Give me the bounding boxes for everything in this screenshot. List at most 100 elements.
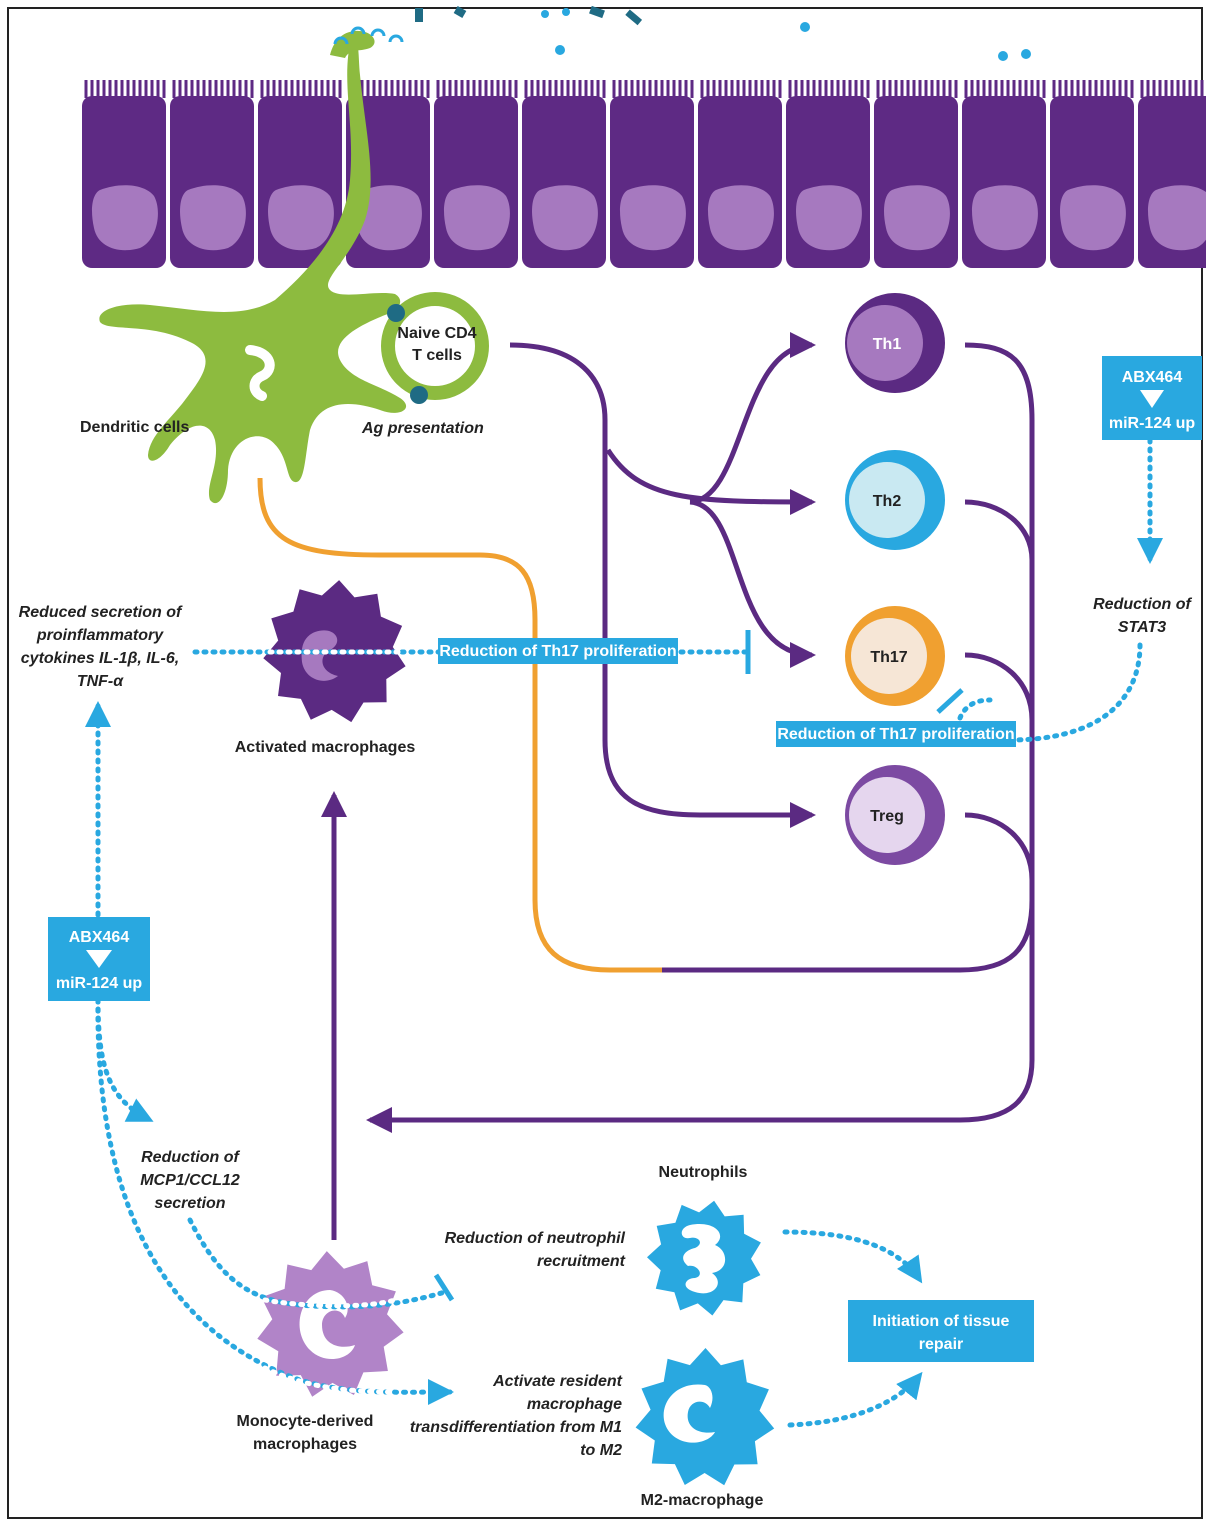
reduced-secretion-line-2: proinflammatory (36, 627, 164, 644)
mcp1-line-2: MCP1/CCL12 (140, 1172, 240, 1189)
antigen-receptors (333, 26, 404, 45)
activate-line-1: Activate resident (492, 1373, 623, 1390)
dendritic-nucleus (245, 345, 275, 401)
neutrophil-reduction-line-1: Reduction of neutrophil (445, 1230, 626, 1247)
activated-macrophage-nucleus (301, 630, 338, 681)
microvilli (524, 80, 606, 98)
abx-right-title: ABX464 (1122, 369, 1183, 386)
label-th2: Th2 (873, 493, 902, 510)
epithelial-nucleus (620, 185, 686, 251)
th17-reduction-box-mid: Reduction of Th17 proliferation (438, 638, 678, 664)
epithelial-nucleus (444, 185, 510, 251)
mcp1-line-3: secretion (154, 1195, 225, 1212)
label-reduction-neutrophil: Reduction of neutrophil recruitment (445, 1230, 626, 1270)
epithelial-nucleus (708, 185, 774, 251)
label-ag-presentation: Ag presentation (361, 420, 484, 437)
th17-reduction-mid-text: Reduction of Th17 proliferation (439, 643, 676, 660)
arrow-to-th17 (689, 499, 816, 668)
th17-cell (845, 606, 945, 706)
reduced-secretion-line-3: cytokines IL-1β, IL-6, (21, 650, 179, 667)
microvilli (1140, 80, 1204, 98)
microvilli (788, 80, 870, 98)
naive-cd4-tcell (381, 292, 489, 400)
treg-cell (845, 765, 945, 865)
monocyte-line-2: macrophages (253, 1436, 357, 1453)
label-activate-resident: Activate resident macrophage transdiffer… (410, 1373, 623, 1459)
m2-macrophage (635, 1348, 775, 1486)
neutrophil-reduction-line-2: recruitment (537, 1253, 626, 1270)
label-reduced-secretion: Reduced secretion of proinflammatory cyt… (19, 604, 183, 690)
mhc-contact-top (387, 304, 405, 322)
label-monocyte-derived: Monocyte-derived macrophages (237, 1413, 374, 1453)
label-dendritic-cells: Dendritic cells (80, 419, 189, 436)
epithelial-nucleus (884, 185, 950, 251)
dotted-m2-to-repair (787, 1371, 923, 1428)
th1-cell (845, 293, 945, 393)
label-naive-cd4-1: Naive CD4 (397, 325, 476, 342)
stat3-line-2: STAT3 (1118, 619, 1166, 636)
antigen-particles (415, 5, 1157, 156)
epithelial-nucleus (532, 185, 598, 251)
dotted-abx-to-m2-transition (95, 997, 454, 1406)
dendritic-cell-body (99, 35, 407, 504)
epithelial-nucleus (356, 185, 422, 251)
epithelium-layer (82, 80, 1206, 268)
m2-macrophage-nucleus (663, 1384, 715, 1443)
activate-line-4: to M2 (580, 1442, 622, 1459)
monocyte-line-1: Monocyte-derived (237, 1413, 374, 1430)
epithelial-nucleus (92, 185, 158, 251)
th17-reduction-box-right: Reduction of Th17 proliferation (776, 721, 1016, 747)
bottom-return-line (660, 899, 1035, 973)
epithelial-nucleus (1148, 185, 1206, 251)
abx464-box-right: ABX464 miR-124 up (1102, 356, 1202, 440)
tissue-repair-line-2: repair (919, 1336, 963, 1353)
dendritic-cell (99, 26, 489, 504)
arrow-to-th1 (689, 332, 816, 505)
label-neutrophils: Neutrophils (659, 1164, 748, 1181)
dotted-neutrophil-to-repair (782, 1229, 923, 1284)
epithelial-nucleus (796, 185, 862, 251)
abx-left-title: ABX464 (69, 929, 130, 946)
figure-border (7, 7, 1203, 1519)
th2-return-line (964, 499, 1035, 561)
abx-right-sub: miR-124 up (1109, 415, 1195, 432)
label-m2-macrophage: M2-macrophage (641, 1492, 764, 1509)
tissue-repair-box: Initiation of tissue repair (848, 1300, 1034, 1362)
neutrophil (647, 1200, 761, 1316)
label-activated-macrophages: Activated macrophages (235, 739, 416, 756)
arrow-to-th2 (605, 448, 816, 515)
th17-return-line (964, 652, 1035, 721)
abx464-effect-lines (85, 437, 1163, 1428)
inhibition-bars (433, 630, 964, 1302)
abx-right-triangle (1140, 390, 1164, 408)
reduced-secretion-line-4: TNF-α (77, 673, 124, 690)
dotted-abx-to-mcp1 (95, 997, 154, 1123)
label-th1: Th1 (873, 336, 902, 353)
microvilli (260, 80, 342, 98)
dotted-th17-box-to-inhibit (957, 697, 993, 721)
reduced-secretion-line-1: Reduced secretion of (19, 604, 183, 621)
neutrophil-nucleus (681, 1224, 726, 1294)
microvilli (172, 80, 254, 98)
stat3-line-1: Reduction of (1093, 596, 1192, 613)
treg-return-line (964, 812, 1035, 881)
th2-cell (845, 450, 945, 550)
epithelial-nucleus (972, 185, 1038, 251)
arrow-to-treg (509, 342, 816, 828)
abx-left-triangle (86, 950, 112, 968)
microvilli (964, 80, 1046, 98)
microvilli (436, 80, 518, 98)
abx464-box-left: ABX464 miR-124 up (48, 917, 150, 1001)
microvilli (84, 80, 166, 98)
abx-left-sub: miR-124 up (56, 975, 142, 992)
label-naive-cd4-2: T cells (412, 347, 462, 364)
white-dotted-overlay (262, 649, 403, 1395)
label-treg: Treg (870, 808, 904, 825)
tissue-repair-line-1: Initiation of tissue (873, 1313, 1010, 1330)
label-th17: Th17 (870, 649, 907, 666)
dotted-stat3-to-th17-box (1007, 642, 1143, 743)
microvilli (612, 80, 694, 98)
label-reduction-stat3: Reduction of STAT3 (1093, 596, 1192, 636)
